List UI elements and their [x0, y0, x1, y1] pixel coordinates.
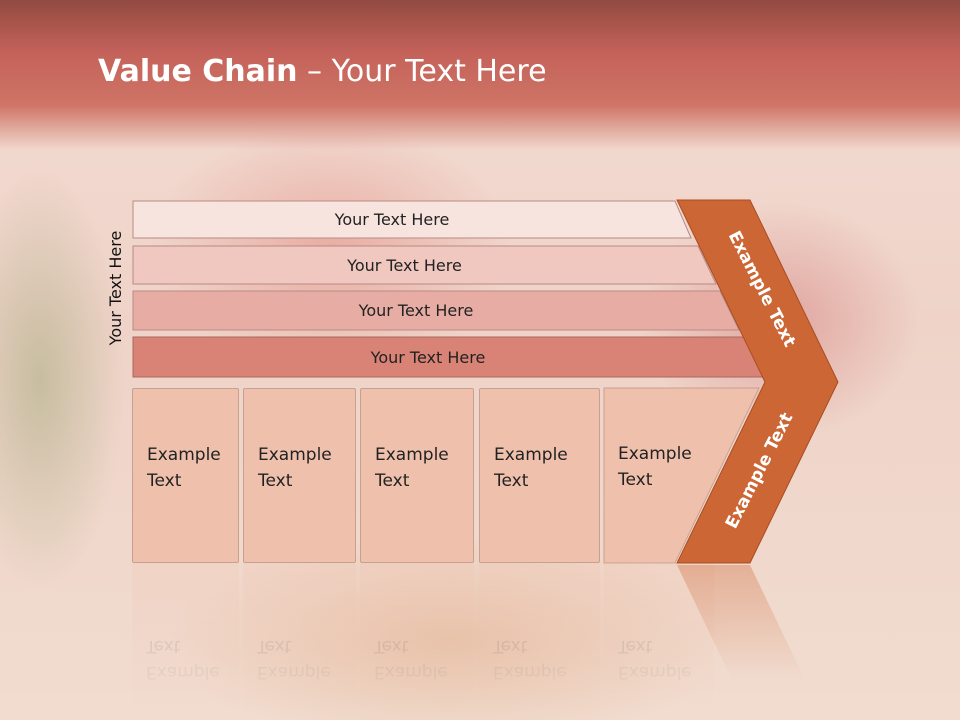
bar-label: Your Text Here	[358, 301, 474, 320]
chevron-reflection	[677, 565, 805, 680]
primary-column-1: Example Text	[132, 388, 239, 563]
bar-label: Your Text Here	[334, 210, 450, 229]
chevron-shape	[676, 199, 839, 564]
bar-label: Your Text Here	[370, 347, 486, 367]
primary-column-4: Example Text	[479, 388, 600, 563]
support-bar-2: Your Text Here	[132, 245, 717, 285]
bar-fill	[132, 290, 740, 331]
support-bar-1: Your Text Here	[132, 200, 692, 239]
title-rest: – Your Text Here	[297, 54, 547, 89]
column-label: Example Text	[258, 445, 332, 491]
support-bar-4: Your Text Here	[132, 336, 764, 378]
bar-fill	[132, 200, 692, 239]
column-label: Example Text	[618, 444, 692, 490]
column-label: Example Text	[375, 445, 449, 491]
bar-fill	[132, 245, 717, 285]
primary-column-5-shape	[603, 387, 760, 564]
primary-column-5: Example Text	[604, 388, 692, 563]
bar-shape	[132, 290, 740, 331]
bar-shape	[132, 200, 692, 239]
bar-shape	[132, 245, 717, 285]
slide-title: Value Chain – Your Text Here	[98, 54, 547, 89]
bar-label: Your Text Here	[347, 255, 462, 275]
title-bold: Value Chain	[98, 54, 298, 89]
column-label: Example Text	[147, 445, 221, 491]
title-banner	[0, 0, 960, 150]
column-label: Example Text	[494, 445, 568, 491]
primary-column-3: Example Text	[360, 388, 474, 563]
primary-column-2: Example Text	[243, 388, 356, 563]
support-bar-3: Your Text Here	[132, 290, 740, 331]
